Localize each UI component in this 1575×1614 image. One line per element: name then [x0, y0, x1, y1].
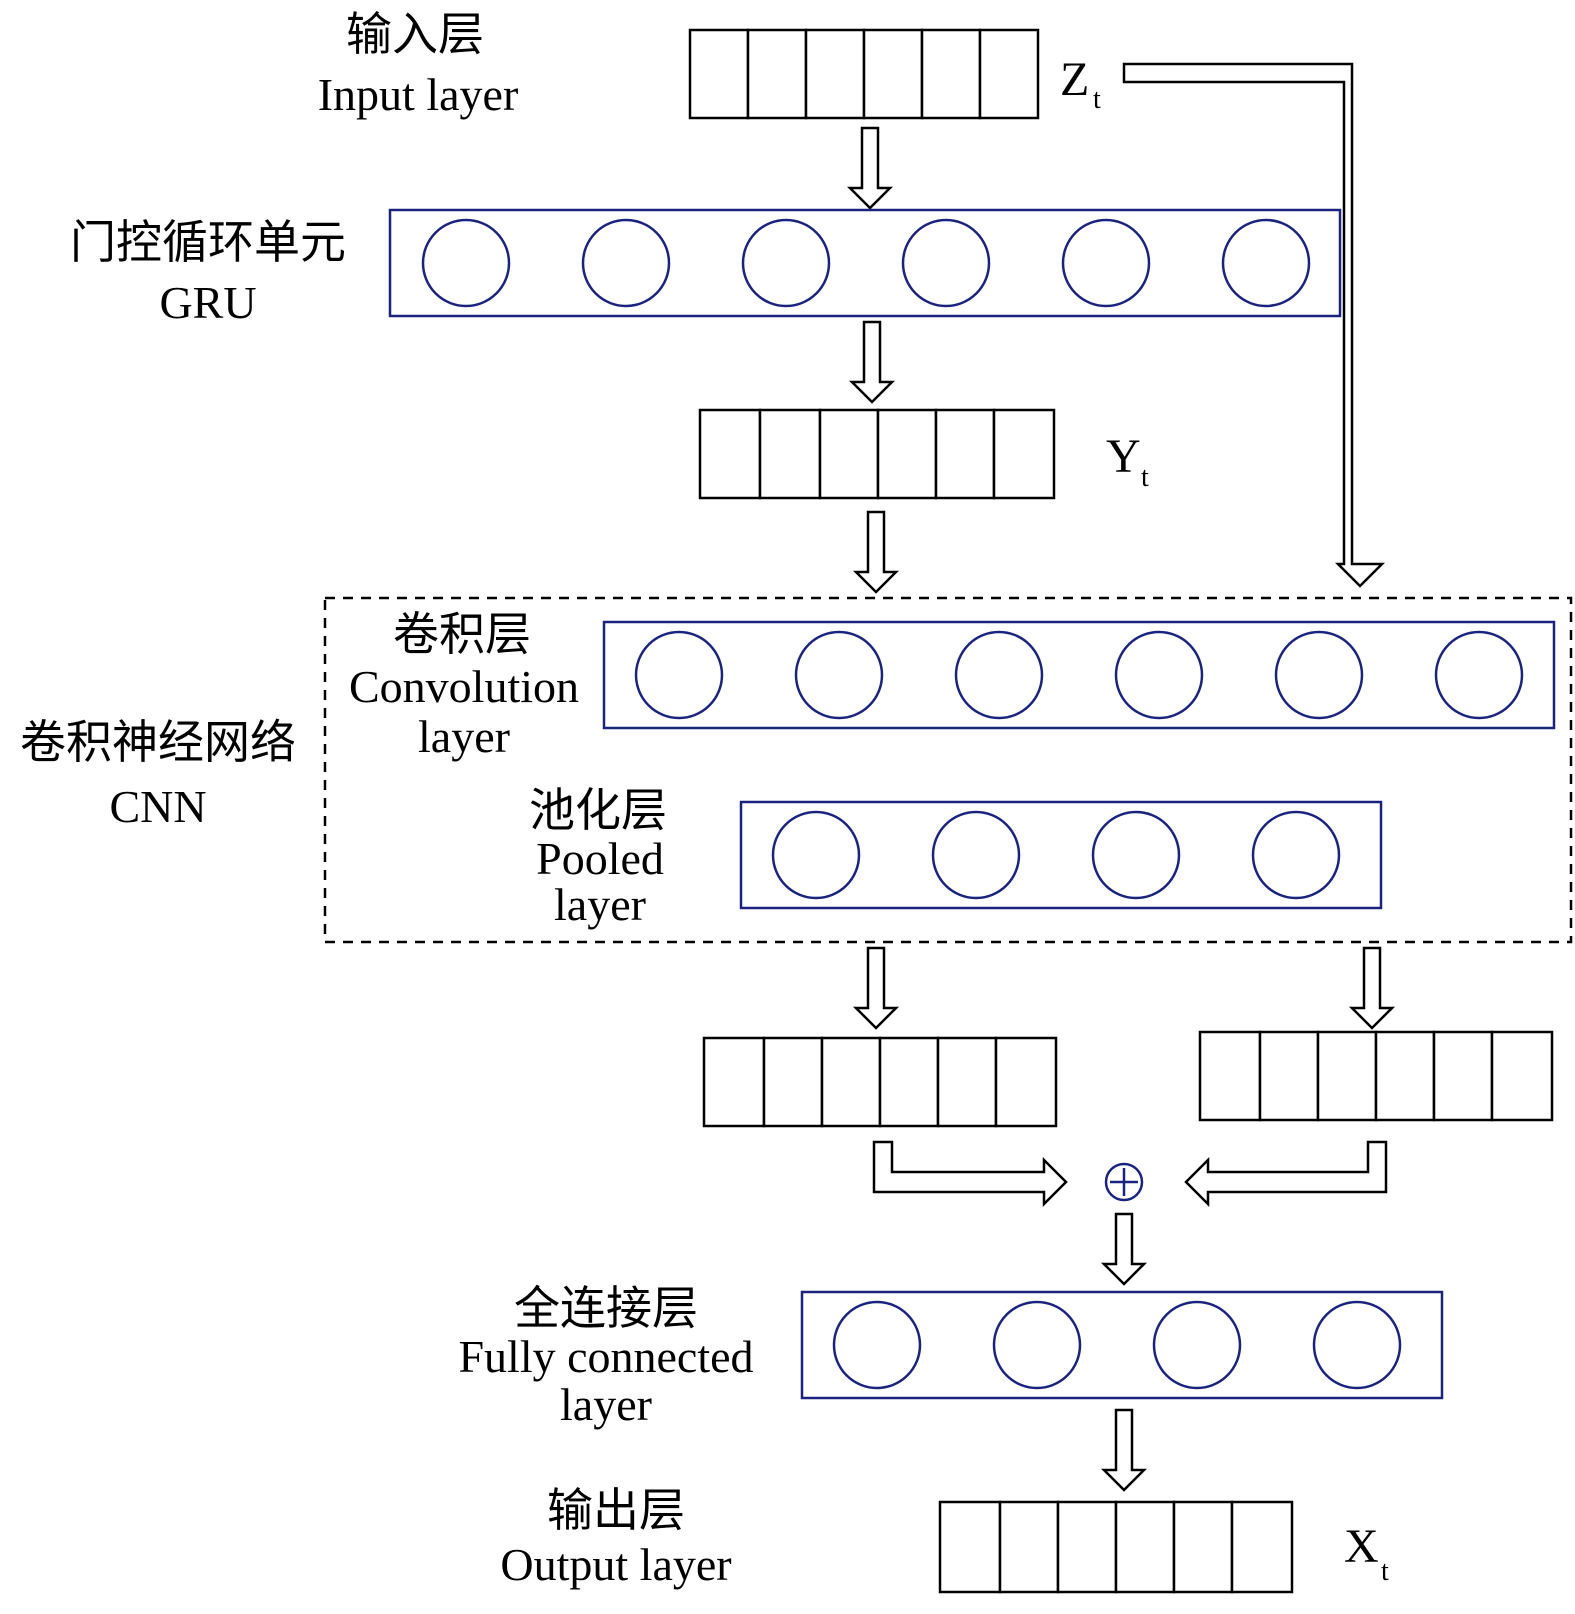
- pool-neuron: [771, 810, 861, 900]
- fc-neurons: [832, 1300, 1402, 1390]
- y-vector-subscript: t: [1141, 462, 1149, 493]
- fc-neuron: [992, 1300, 1082, 1390]
- pool-en-label-line1: Pooled: [536, 833, 664, 884]
- z-vector-subscript: t: [1093, 84, 1101, 115]
- output-vector-x: [938, 1500, 1294, 1594]
- fc-en-label-line1: Fully connected: [458, 1331, 753, 1382]
- arrow-y-to-cnn: [852, 510, 900, 594]
- gru-en-label: GRU: [159, 277, 256, 328]
- arrow-sum-to-fc: [1100, 1212, 1148, 1286]
- output-cn-label: 输出层: [547, 1483, 685, 1537]
- gru-layer-box: [388, 208, 1342, 318]
- input-layer-en-label: Input layer: [318, 69, 519, 120]
- pool-neuron: [931, 810, 1021, 900]
- conv-neuron: [1434, 630, 1524, 720]
- skip-output-vector: [1198, 1030, 1554, 1122]
- pool-cn-label: 池化层: [529, 783, 667, 837]
- cnn-output-vector: [702, 1036, 1058, 1128]
- x-vector-label: X: [1344, 1520, 1379, 1573]
- output-en-label: Output layer: [500, 1539, 731, 1590]
- fc-neuron: [832, 1300, 922, 1390]
- z-vector-label: Z: [1060, 53, 1089, 106]
- conv-en-label-line1: Convolution: [349, 661, 579, 712]
- input-vector-z: [688, 28, 1040, 120]
- fc-en-label-line2: layer: [560, 1379, 652, 1430]
- x-vector-subscript: t: [1381, 1556, 1389, 1587]
- gru-neurons: [421, 218, 1311, 308]
- conv-en-label-line2: layer: [418, 711, 510, 762]
- conv-neuron: [1274, 630, 1364, 720]
- fc-cn-label: 全连接层: [514, 1281, 698, 1335]
- sum-operator: [1104, 1162, 1144, 1202]
- gru-neuron: [901, 218, 991, 308]
- arrow-input-to-gru: [846, 126, 894, 210]
- skip-arrow-z-to-cnn: [1122, 62, 1386, 588]
- y-vector-label: Y: [1106, 430, 1141, 483]
- arrow-fc-to-output: [1100, 1408, 1148, 1492]
- conv-neuron: [954, 630, 1044, 720]
- gru-neuron: [741, 218, 831, 308]
- conv-neuron: [634, 630, 724, 720]
- gru-neuron: [1061, 218, 1151, 308]
- conv-layer-box: [602, 620, 1556, 730]
- gru-neuron: [1221, 218, 1311, 308]
- input-layer-cn-label: 输入层: [346, 7, 484, 61]
- arrow-left-vector-to-sum: [872, 1140, 1068, 1208]
- fc-neuron: [1152, 1300, 1242, 1390]
- pool-neuron: [1091, 810, 1181, 900]
- gru-neuron: [581, 218, 671, 308]
- arrow-gru-to-y: [848, 320, 896, 404]
- arrow-cnn-to-left-vector: [852, 946, 900, 1030]
- gru-cn-label: 门控循环单元: [70, 215, 346, 269]
- conv-neurons: [634, 630, 1524, 720]
- fc-neuron: [1312, 1300, 1402, 1390]
- cnn-cn-label: 卷积神经网络: [20, 715, 296, 769]
- gru-output-vector-y: [698, 408, 1056, 500]
- conv-cn-label: 卷积层: [393, 607, 531, 661]
- gru-neuron: [421, 218, 511, 308]
- pool-neurons: [771, 810, 1341, 900]
- arrow-cnn-to-right-vector: [1348, 946, 1396, 1030]
- conv-neuron: [1114, 630, 1204, 720]
- cnn-en-label: CNN: [109, 781, 206, 832]
- arrow-right-vector-to-sum: [1184, 1140, 1388, 1208]
- conv-neuron: [794, 630, 884, 720]
- pool-en-label-line2: layer: [554, 879, 646, 930]
- pool-neuron: [1251, 810, 1341, 900]
- cnn-group-dashed-border: [323, 596, 1573, 944]
